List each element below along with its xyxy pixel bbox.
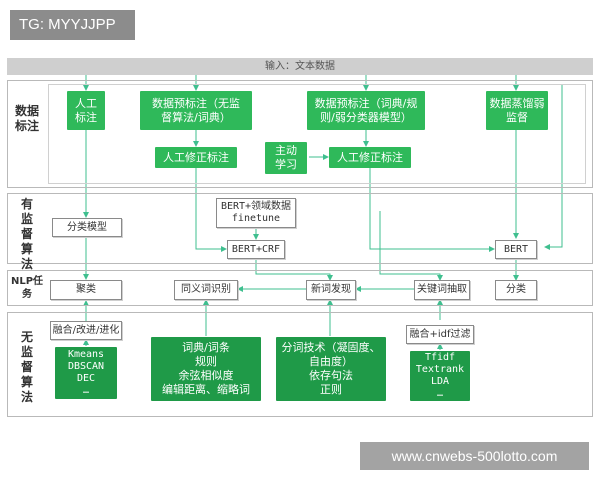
box-line: 分词技术（凝固度、 [281,341,381,354]
bert-finetune-box: BERT+领域数据 finetune [216,198,296,228]
box-line: 正则 [320,383,342,396]
arrow-bertcrf-newword [255,259,333,281]
manual-fix-box-1: 人工修正标注 [155,147,237,168]
bert-box: BERT [495,240,537,259]
box-line: 数据预标注（词典/规 [314,96,418,110]
box-line: DBSCAN [67,361,105,372]
panel-annotation [7,80,593,188]
section-label-text: 数据标注 [14,104,39,133]
box-line: 数据蒸馏弱 [489,96,545,110]
box-line: 自由度） [309,355,353,368]
prelabel-unsupervised-box: 数据预标注（无监 督算法/词典） [140,91,252,130]
manual-label-box: 人工 标注 [67,91,105,130]
box-line: 督算法/词典） [161,110,231,124]
box-line: 标注 [75,110,97,124]
box-line: 人工 [75,96,97,110]
keyword-extraction-box: 关键词抽取 [414,280,470,300]
input-bar: 输入：文本数据 [7,58,593,75]
tg-tag: TG: MYYJJPP [10,10,135,40]
synonym-recognition-box: 同义词识别 [174,280,238,300]
arrow-fix-bertcrf [195,168,227,252]
active-learning-box: 主动 学习 [265,142,307,174]
box-line: finetune [231,213,281,224]
fusion-idf-filter-box: 融合+idf过滤 [406,325,474,344]
manual-fix-box-2: 人工修正标注 [329,147,411,168]
box-line: 余弦相似度 [178,369,234,382]
classifier-model-box: 分类模型 [52,218,122,237]
box-line: 数据预标注（无监 [152,96,240,110]
box-line: Textrank [415,364,465,375]
cluster-algorithms-box: Kmeans DBSCAN DEC … [55,347,117,399]
box-line: 监督 [506,110,528,124]
annotation-inner-frame [48,84,586,184]
arrow-bert-keyword [379,211,443,281]
classification-box: 分类 [495,280,537,300]
section-label-unsupervised: 无监督算法 [14,330,40,404]
arrow-fix-bert [369,168,495,252]
box-line: 则/弱分类器模型） [320,110,412,124]
box-line: … [82,385,90,396]
box-line: Tfidf [424,352,456,363]
dict-rules-box: 词典/词条 规则 余弦相似度 编辑距离、缩略词 [151,337,261,401]
section-label-nlp-task: NLP任务 [10,275,44,303]
box-line: 主动 [275,144,297,157]
section-label-annotation: 数据标注 [14,104,40,164]
box-line: DEC [76,373,96,384]
fusion-improve-box: 融合/改进/进化 [50,321,122,340]
site-watermark: www.cnwebs-500lotto.com [360,442,589,470]
box-line: … [436,388,444,399]
segmentation-tech-box: 分词技术（凝固度、 自由度） 依存句法 正则 [276,337,386,401]
box-line: 学习 [275,158,297,171]
box-line: BERT+领域数据 [220,201,292,212]
section-label-text: 无监督算法 [20,330,33,404]
prelabel-dict-box: 数据预标注（词典/规 则/弱分类器模型） [307,91,425,130]
keyword-algorithms-box: Tfidf Textrank LDA … [410,351,470,401]
box-line: 编辑距离、缩略词 [162,383,250,396]
section-label-supervised: 有监督算法 [14,197,40,271]
distill-weak-box: 数据蒸馏弱 监督 [486,91,548,130]
clustering-box: 聚类 [50,280,122,300]
section-label-text: NLP任务 [10,276,44,300]
arrow-input-bert [544,85,563,250]
panel-supervised [7,193,593,264]
box-line: Kmeans [67,349,105,360]
box-line: LDA [430,376,450,387]
box-line: 依存句法 [309,369,353,382]
panel-unsupervised [7,312,593,417]
panel-nlp-task [7,270,593,306]
section-label-text: 有监督算法 [20,197,33,271]
box-line: 词典/词条 [182,341,230,354]
bert-crf-box: BERT+CRF [227,240,285,259]
box-line: 规则 [195,355,217,368]
new-word-discovery-box: 新词发现 [306,280,356,300]
